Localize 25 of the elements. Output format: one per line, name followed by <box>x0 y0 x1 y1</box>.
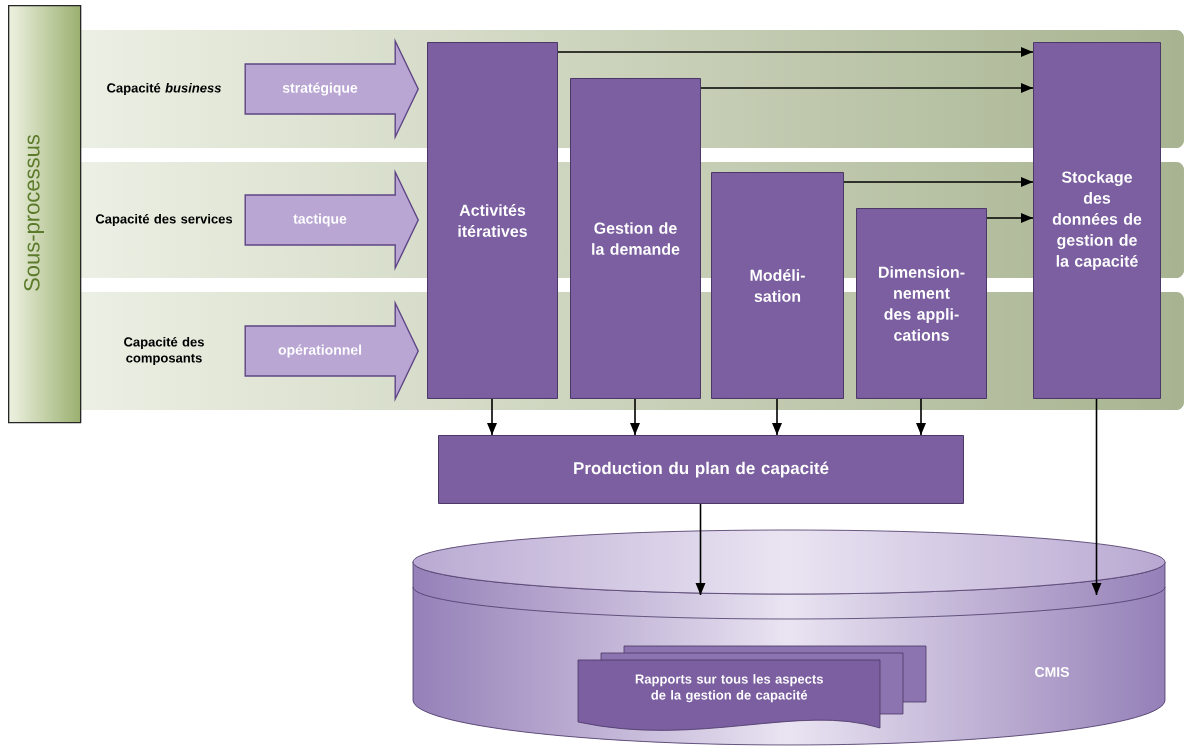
edge-label: opérationnel <box>278 344 362 358</box>
edge-label: stratégique <box>282 82 358 96</box>
arrow <box>843 177 1034 187</box>
side-panel: Sous-processus <box>8 5 82 424</box>
process-box: Stockage des données de gestion de la capacité <box>1033 42 1161 399</box>
arrow <box>700 83 1034 93</box>
arrow <box>916 398 926 436</box>
arrow <box>630 398 640 436</box>
row-label: Capacité business <box>107 82 221 96</box>
arrow <box>695 503 706 596</box>
block-arrow <box>244 168 419 272</box>
row-label: Capacité des composants <box>124 336 204 366</box>
process-box: Modéli- sation <box>711 172 844 399</box>
document-stack: Rapports sur tous les aspects de la gestion de capacité <box>577 645 927 731</box>
arrow <box>1091 398 1102 596</box>
process-box: Production du plan de capacité <box>438 435 964 504</box>
edge-label: tactique <box>293 213 347 227</box>
arrow <box>487 398 497 436</box>
arrow <box>772 398 782 436</box>
row-label: Capacité des services <box>95 213 233 227</box>
arrow <box>986 213 1034 223</box>
process-box: Dimension- nement des appli- cations <box>856 208 987 399</box>
process-box: Gestion de la demande <box>570 78 701 399</box>
process-box: Activités itératives <box>427 42 558 399</box>
arrow <box>557 47 1034 57</box>
